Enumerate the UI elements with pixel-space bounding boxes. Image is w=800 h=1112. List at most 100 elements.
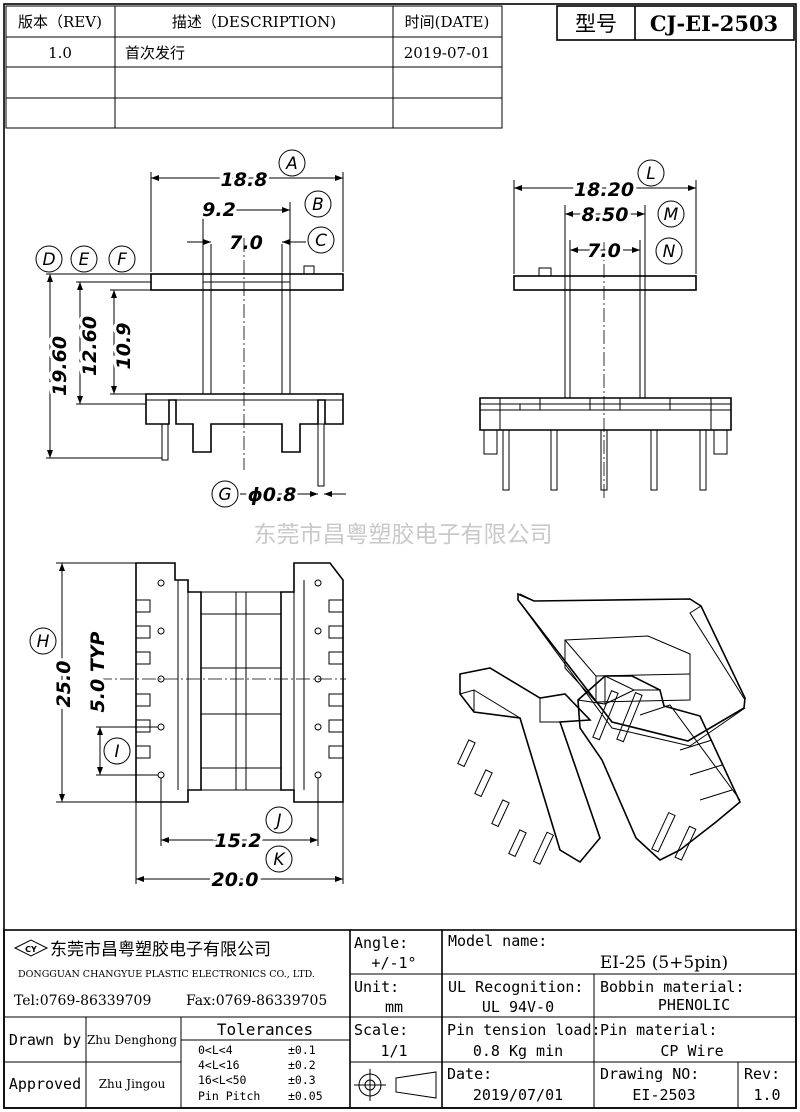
projection-symbol-icon: [354, 1069, 437, 1101]
svg-text:K: K: [273, 850, 286, 870]
svg-text:H: H: [37, 632, 50, 652]
scale-label: Scale:: [354, 1021, 408, 1039]
svg-text:M: M: [664, 205, 679, 225]
tolerance-range: 4<L<16: [198, 1058, 240, 1072]
label-j: J: [265, 806, 293, 834]
bobbin-value: PHENOLIC: [658, 996, 730, 1014]
dim-f-value: 10.9: [113, 323, 135, 370]
date-header: 时间(DATE): [405, 13, 490, 31]
scale-value: 1/1: [380, 1042, 407, 1060]
pin-material-label: Pin material:: [600, 1021, 717, 1039]
svg-text:CY: CY: [25, 945, 37, 954]
label-h: H: [29, 627, 57, 655]
label-f: F: [108, 245, 136, 273]
company-name-cn: 东莞市昌粤塑胶电子有限公司: [50, 940, 271, 960]
svg-text:L: L: [646, 164, 655, 184]
tolerance-range: Pin Pitch: [198, 1089, 260, 1103]
drawing-no-value: EI-2503: [632, 1086, 695, 1104]
label-a: A: [278, 149, 306, 177]
tolerance-value: ±0.1: [288, 1043, 316, 1057]
tolerance-rows: 0<L<4 ±0.1 4<L<16 ±0.2 16<L<50 ±0.3 Pin …: [198, 1043, 323, 1103]
tolerances-title: Tolerances: [217, 1020, 313, 1039]
label-m: M: [657, 200, 685, 228]
svg-text:A: A: [285, 154, 298, 174]
side-view: 18.20 8.50 7.0 L M N: [479, 159, 732, 498]
label-g: G: [211, 480, 239, 508]
tolerance-value: ±0.05: [288, 1089, 323, 1103]
ul-label: UL Recognition:: [448, 978, 583, 996]
svg-text:E: E: [79, 250, 90, 270]
desc-header: 描述（DESCRIPTION): [172, 13, 336, 31]
front-view: 18.8 9.2 7.0 19.60 12.60 10.9 ϕ0.8 A B C…: [35, 149, 346, 509]
dim-j-value: 15.2: [215, 830, 262, 852]
dim-h-value: 25.0: [53, 661, 75, 708]
tolerance-value: ±0.3: [288, 1073, 316, 1087]
bottom-view: 25.0 5.0 TYP 15.2 20.0 H I J K: [29, 562, 346, 894]
desc-cell: 首次发行: [125, 44, 185, 62]
revision-table: 版本（REV) 描述（DESCRIPTION) 时间(DATE) 1.0 首次发…: [5, 5, 503, 129]
company-name-en: DONGGUAN CHANGYUE PLASTIC ELECTRONICS CO…: [18, 969, 315, 980]
dim-b-value: 9.2: [202, 199, 236, 221]
company-logo: CY: [13, 939, 49, 957]
approved-label: Approved: [9, 1075, 81, 1093]
date-label: Date:: [447, 1065, 492, 1083]
svg-text:G: G: [218, 485, 231, 505]
angle-label: Angle:: [354, 934, 408, 952]
tolerance-range: 16<L<50: [198, 1073, 247, 1087]
dim-m-value: 8.50: [582, 204, 629, 226]
svg-text:F: F: [117, 250, 127, 270]
rev-cell: 1.0: [48, 44, 72, 62]
bobbin-label: Bobbin material:: [600, 978, 745, 996]
title-block: CY 东莞市昌粤塑胶电子有限公司 DONGGUAN CHANGYUE PLAST…: [3, 929, 797, 1109]
dim-a-value: 18.8: [221, 169, 268, 191]
svg-text:B: B: [312, 195, 324, 215]
dim-i-value: 5.0 TYP: [87, 631, 109, 712]
model-name-label: Model name:: [448, 932, 547, 950]
label-e: E: [70, 245, 98, 273]
label-c: C: [307, 226, 335, 254]
rev-header: 版本（REV): [18, 13, 102, 31]
dim-c-value: 7.0: [229, 232, 263, 254]
approved-value: Zhu Jingou: [99, 1077, 166, 1091]
dim-d-value: 19.60: [49, 336, 71, 396]
drawing-no-label: Drawing NO:: [600, 1065, 699, 1083]
svg-text:I: I: [114, 742, 119, 762]
label-k: K: [265, 845, 293, 873]
dim-n-value: 7.0: [587, 240, 621, 262]
dim-l-value: 18.20: [574, 179, 634, 201]
dim-e-value: 12.60: [79, 316, 101, 376]
ul-value: UL 94V-0: [482, 998, 554, 1016]
watermark: 东莞市昌粤塑胶电子有限公司: [254, 522, 553, 548]
rev-value: 1.0: [753, 1086, 780, 1104]
label-b: B: [304, 190, 332, 218]
svg-text:N: N: [663, 242, 676, 262]
pin-material-value: CP Wire: [660, 1042, 723, 1060]
angle-value: +/-1°: [371, 954, 416, 972]
model-name-value: EI-25 (5+5pin): [600, 953, 728, 973]
svg-text:J: J: [273, 811, 281, 831]
drawn-by-value: Zhu Denghong: [87, 1033, 177, 1047]
dim-k-value: 20.0: [212, 869, 259, 891]
drawn-by-label: Drawn by: [9, 1031, 81, 1049]
company-fax: Fax:0769-86339705: [186, 993, 327, 1009]
date-value: 2019/07/01: [473, 1086, 563, 1104]
isometric-view: [457, 592, 746, 865]
svg-text:D: D: [42, 250, 55, 270]
dim-g-value: ϕ0.8: [248, 484, 297, 506]
tolerance-range: 0<L<4: [198, 1043, 233, 1057]
unit-value: mm: [385, 998, 403, 1016]
label-l: L: [637, 159, 665, 187]
svg-text:C: C: [315, 231, 327, 251]
pin-tension-value: 0.8 Kg min: [473, 1042, 563, 1060]
model-box: 型号 CJ-EI-2503: [556, 5, 795, 41]
company-tel: Tel:0769-86339709: [14, 993, 151, 1009]
unit-label: Unit:: [354, 978, 399, 996]
label-i: I: [103, 737, 131, 765]
label-n: N: [655, 237, 683, 265]
label-d: D: [35, 245, 63, 273]
pin-tension-label: Pin tension load:: [447, 1021, 601, 1039]
tolerance-value: ±0.2: [288, 1058, 316, 1072]
model-box-value: CJ-EI-2503: [650, 11, 778, 36]
rev-label: Rev:: [744, 1065, 780, 1083]
